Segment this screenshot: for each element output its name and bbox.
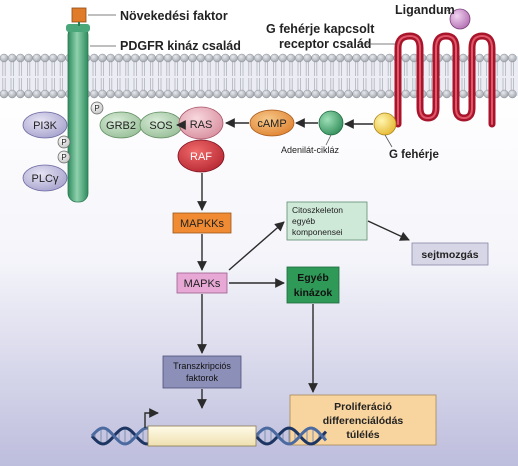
- raf-label: RAF: [190, 151, 212, 163]
- phospho-3-label: P: [61, 153, 66, 162]
- camp-label: cAMP: [257, 118, 286, 130]
- mapkks-label: MAPKKs: [180, 218, 225, 230]
- gpcr-receptor: [394, 8, 496, 128]
- mapks-box: MAPKs: [176, 272, 228, 294]
- pathway-arrows: [176, 118, 410, 409]
- ras-label: RAS: [190, 119, 213, 131]
- ligand-sphere: [449, 8, 471, 30]
- cytoskeleton-box: Citoszkeleton egyéb komponensei: [286, 201, 368, 241]
- cell-motility-label: sejtmozgás: [421, 249, 478, 261]
- outcome-box: Proliferáció differenciálódás túlélés: [289, 394, 437, 446]
- cytoskeleton-line1: Citoszkeleton: [292, 205, 343, 215]
- grb2-node: GRB2: [99, 111, 143, 139]
- promoter-arrow: [144, 408, 159, 428]
- phospho-1: P: [90, 101, 104, 115]
- mapkks-box: MAPKKs: [172, 212, 232, 234]
- camp-node: cAMP: [249, 109, 295, 137]
- phospho-1-label: P: [94, 104, 99, 113]
- arrow-mapks-cytoskeleton: [228, 221, 285, 271]
- cytoskeleton-line3: komponensei: [292, 227, 343, 237]
- plc-node: PLCγ: [22, 164, 68, 192]
- growth-factor-square: [71, 7, 87, 23]
- cytoskeleton-line2: egyéb: [292, 216, 315, 226]
- pi3k-label: PI3K: [33, 120, 58, 132]
- g-protein-label: G fehérje: [389, 149, 439, 161]
- other-kinases-box: Egyéb kinázok: [286, 266, 340, 304]
- tf-line1: Transzkripciós: [173, 361, 231, 371]
- other-kinases-line2: kinázok: [294, 287, 333, 299]
- transcription-factors-box: Transzkripciós faktorok: [162, 355, 242, 389]
- grb2-label: GRB2: [106, 120, 136, 132]
- outcome-line1: Proliferáció: [334, 401, 392, 413]
- ras-node: RAS: [178, 106, 224, 140]
- cell-motility-box: sejtmozgás: [411, 242, 489, 266]
- gpcr-label-line2: receptor család: [279, 37, 371, 51]
- phospho-2: P: [57, 135, 71, 149]
- outcome-line3: túlélés: [346, 429, 379, 441]
- g-protein-sphere: [373, 112, 397, 136]
- outcome-line2: differenciálódás: [323, 415, 404, 427]
- other-kinases-line1: Egyéb: [297, 272, 329, 284]
- mapks-label: MAPKs: [184, 278, 221, 290]
- arrow-cytoskeleton-motility: [367, 220, 410, 241]
- sos-label: SOS: [149, 120, 172, 132]
- plc-label: PLCγ: [32, 173, 59, 185]
- phospho-2-label: P: [61, 138, 66, 147]
- growth-factor-label: Növekedési faktor: [120, 9, 228, 23]
- adenylate-cyclase-sphere: [318, 110, 344, 136]
- gene-region: [147, 425, 257, 447]
- pdgfr-receptor: [66, 7, 90, 203]
- dna-helix: [90, 408, 328, 447]
- pi3k-node: PI3K: [22, 111, 68, 139]
- sos-node: SOS: [139, 111, 183, 139]
- pdgfr-label: PDGFR kináz család: [120, 39, 241, 53]
- ligand-label: Ligandum: [395, 3, 455, 17]
- raf-node: RAF: [177, 139, 225, 173]
- tf-line2: faktorok: [186, 373, 219, 383]
- gpcr-label-line1: G fehérje kapcsolt: [266, 22, 375, 36]
- phospho-3: P: [57, 150, 71, 164]
- adenylate-cyclase-label: Adenilát-cikláz: [281, 145, 340, 155]
